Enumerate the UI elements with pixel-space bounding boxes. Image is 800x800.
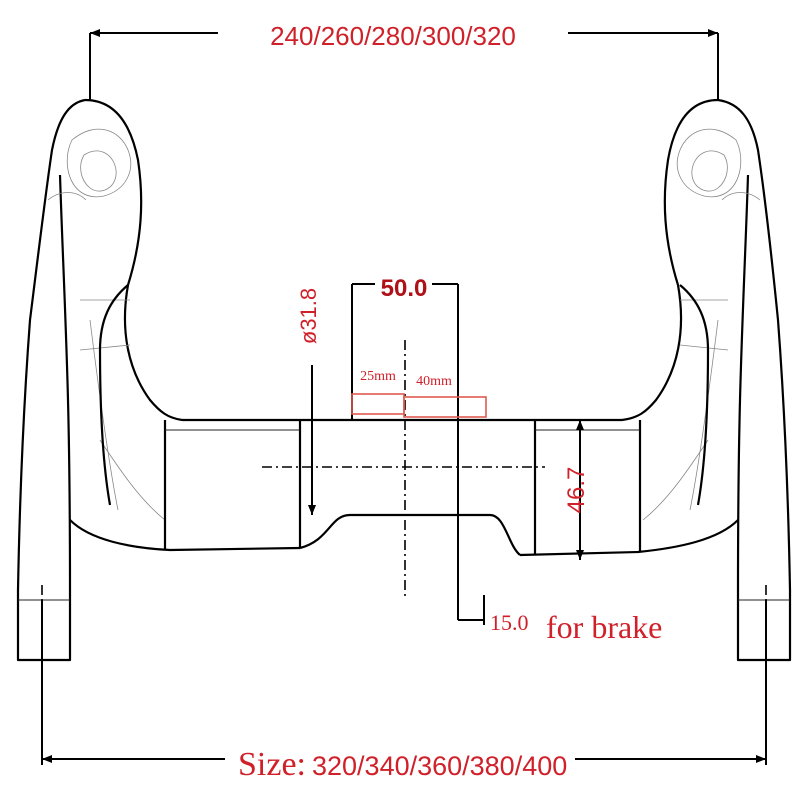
left-drop-outer [16, 98, 86, 591]
center-width-label: 50.0 [381, 275, 428, 302]
height-label: 46.7 [563, 467, 590, 514]
left-hood-bulb [66, 128, 132, 198]
height-dimension: 46.7 [563, 420, 590, 560]
left-shoulder-line [89, 319, 119, 511]
right-ramp-line-2 [679, 344, 729, 351]
right-shoulder-line [689, 319, 719, 511]
top-arrow-right [708, 29, 718, 37]
right-drop-outer [717, 98, 792, 591]
left-drop-inner [84, 98, 183, 422]
center-section [163, 340, 642, 600]
flat-25-label: 25mm [360, 369, 396, 384]
left-bar-end [16, 590, 72, 662]
right-lower-edge [519, 519, 739, 557]
right-hood-curve [721, 192, 761, 201]
clamp-bottom-edge [299, 513, 521, 556]
brake-note-label: for brake [546, 609, 662, 645]
left-lower-edge [69, 519, 301, 552]
brake-offset-label: 15.0 [490, 610, 529, 635]
right-bar-end [736, 590, 792, 662]
right-drop-inner [621, 98, 719, 422]
right-hood-inner [691, 150, 728, 192]
left-ramp-outline [98, 284, 129, 506]
right-drop-inner-tube [736, 174, 750, 591]
bottom-arrow-right [756, 755, 766, 763]
height-arrow-bottom [576, 550, 584, 560]
left-drop-inner-tube [58, 174, 72, 591]
clamp-diameter-dimension: ø31.8 [296, 288, 321, 515]
left-hood-curve [47, 192, 87, 201]
right-ramp-outline [679, 284, 710, 506]
flat-40-label: 40mm [416, 374, 452, 389]
bottom-arrow-left [42, 755, 52, 763]
top-width-label: 240/260/280/300/320 [270, 21, 516, 51]
height-arrow-top [576, 420, 584, 430]
right-hood-bulb [676, 128, 742, 198]
left-hood-inner [80, 150, 117, 192]
top-width-dimension: 240/260/280/300/320 [89, 21, 719, 100]
brake-dimension: 15.0 for brake [458, 595, 662, 645]
flat-25-box [351, 393, 405, 415]
clamp-diameter-arrow [308, 505, 316, 515]
right-drop [519, 98, 792, 662]
size-prefix-label: Size: [238, 746, 306, 783]
right-shoulder-curve [642, 439, 709, 521]
top-arrow-left [90, 29, 100, 37]
size-values-label: 320/340/360/380/400 [312, 751, 567, 781]
flat-zone-boxes: 25mm 40mm [351, 369, 487, 418]
left-drop [16, 98, 301, 662]
clamp-diameter-label: ø31.8 [296, 288, 321, 344]
left-shoulder-curve [99, 439, 166, 521]
left-ramp-line-2 [79, 344, 131, 351]
flat-40-box [403, 396, 487, 418]
